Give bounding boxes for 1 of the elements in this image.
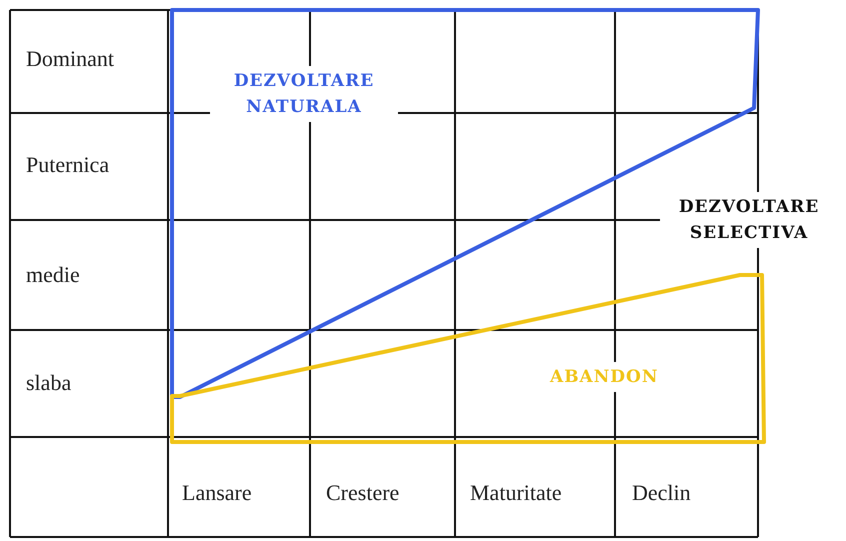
region-label: DEZVOLTARE NATURALA — [210, 66, 398, 122]
